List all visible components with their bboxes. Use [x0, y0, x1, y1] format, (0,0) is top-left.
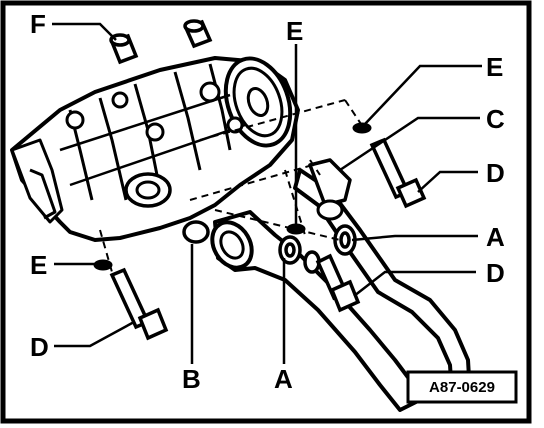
label-d-mid: D [486, 258, 505, 288]
label-d-upper: D [486, 158, 505, 188]
bolt-d-upper [369, 137, 427, 209]
frame-border [0, 0, 532, 424]
washer-e-upper-right [352, 122, 372, 134]
figure-code-box: A87-0629 [406, 370, 518, 404]
label-d-left: D [30, 332, 49, 362]
label-c: C [486, 104, 505, 134]
label-a-right: A [486, 222, 505, 252]
assembly-guides [99, 99, 366, 273]
label-a-bottom: A [274, 364, 293, 394]
label-e-top: E [286, 16, 303, 46]
bolt-d-left [109, 267, 169, 341]
figure-code: A87-0629 [429, 379, 495, 396]
label-e-left: E [30, 250, 47, 280]
seal-b [182, 220, 210, 244]
oring-a-lower [278, 235, 321, 274]
label-e-upper-right: E [486, 52, 503, 82]
leader-lines [52, 22, 482, 364]
cap-f-left [109, 33, 139, 65]
label-f: F [30, 9, 46, 39]
label-b: B [182, 364, 201, 394]
cap-f-right [183, 19, 213, 49]
compressor-body [10, 56, 300, 242]
bolt-d-mid [315, 253, 361, 313]
